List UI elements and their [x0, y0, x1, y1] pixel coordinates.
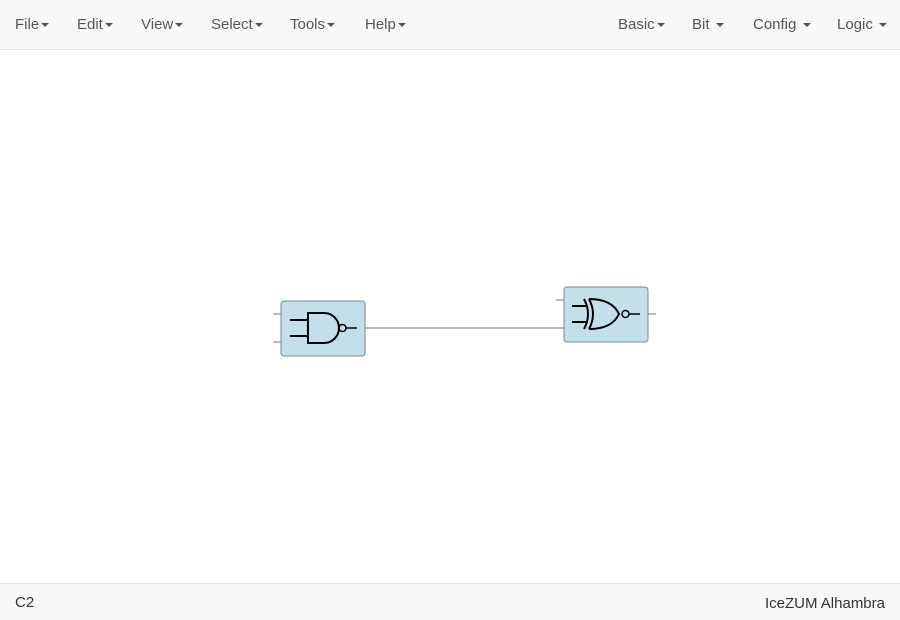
xnor-block[interactable] [556, 286, 656, 343]
caret-down-icon [656, 23, 665, 28]
menu-logic-label: Logic [837, 16, 873, 33]
board-name[interactable]: IceZUM Alhambra [764, 595, 885, 612]
menu-bit[interactable]: Bit [692, 0, 724, 50]
menu-view-label: View [141, 16, 174, 33]
nand-block[interactable] [273, 300, 366, 357]
block-body[interactable] [280, 300, 366, 357]
nand-gate-icon [290, 312, 357, 344]
menu-edit[interactable]: Edit [77, 0, 113, 50]
menu-file-label: File [15, 16, 40, 33]
menu-help-label: Help [365, 16, 396, 33]
menu-view[interactable]: View [141, 0, 184, 50]
menu-file[interactable]: File [15, 0, 50, 50]
menu-bar: File Edit View Select Tools Help Basic B… [0, 0, 900, 50]
menu-tools-label: Tools [290, 16, 326, 33]
caret-down-icon [715, 23, 724, 28]
design-canvas[interactable] [0, 50, 900, 583]
menu-tools[interactable]: Tools [290, 0, 336, 50]
status-text: C2 [15, 594, 35, 611]
caret-down-icon [879, 23, 888, 28]
menu-edit-label: Edit [77, 16, 103, 33]
caret-down-icon [41, 23, 50, 28]
menu-bit-label: Bit [692, 16, 710, 33]
caret-down-icon [254, 23, 263, 28]
caret-down-icon [802, 23, 811, 28]
caret-down-icon [104, 23, 113, 28]
menu-select[interactable]: Select [211, 0, 263, 50]
xnor-gate-icon [572, 298, 640, 330]
caret-down-icon [175, 23, 184, 28]
menu-config[interactable]: Config [753, 0, 811, 50]
menu-help[interactable]: Help [365, 0, 406, 50]
menu-config-label: Config [753, 16, 797, 33]
caret-down-icon [397, 23, 406, 28]
menu-logic[interactable]: Logic [837, 0, 888, 50]
circuit-diagram [273, 286, 656, 357]
status-bar: C2 IceZUM Alhambra [0, 583, 900, 620]
menu-select-label: Select [211, 16, 253, 33]
caret-down-icon [327, 23, 336, 28]
menu-basic[interactable]: Basic [618, 0, 665, 50]
menu-basic-label: Basic [618, 16, 655, 33]
